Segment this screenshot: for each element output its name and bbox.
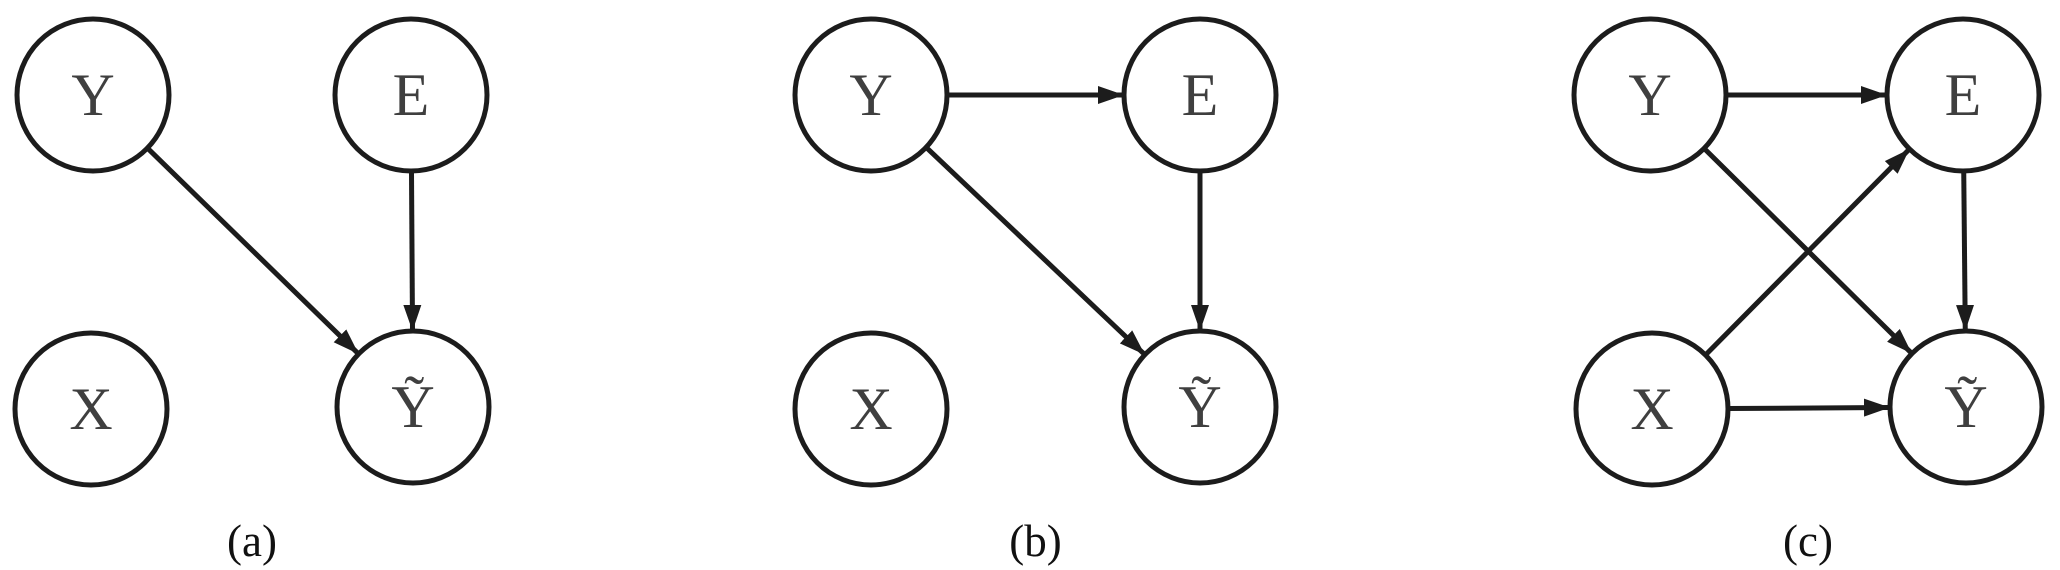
node-X-circle xyxy=(12,330,170,488)
diagrams-root: Y E X Ỹ (a) Y E X Ỹ (b) Y E X Ỹ (c) xyxy=(12,16,2045,566)
node-X-label: X xyxy=(1630,376,1673,442)
node-Y-label: Y xyxy=(71,62,114,128)
edge-Y-Yt-arrow xyxy=(145,146,359,355)
node-Y-label: Y xyxy=(1628,62,1671,128)
node-X-label: X xyxy=(849,376,892,442)
node-Yt-circle xyxy=(334,328,492,486)
node-Y-label: Y xyxy=(849,62,892,128)
diagram-b: Y E X Ỹ (b) xyxy=(792,16,1279,566)
node-E-circle xyxy=(332,16,490,174)
diagram-c: Y E X Ỹ (c) xyxy=(1571,16,2045,566)
node-X-circle xyxy=(792,330,950,488)
node-Y-circle xyxy=(792,16,950,174)
node-E-circle xyxy=(1121,16,1279,174)
node-Yt-circle xyxy=(1121,328,1279,486)
node-E-circle xyxy=(1884,16,2042,174)
node-E-label: E xyxy=(1182,62,1219,128)
node-E-label: E xyxy=(1945,62,1982,128)
caption-c: (c) xyxy=(1783,516,1833,566)
node-Yt-label: Ỹ xyxy=(391,374,434,440)
node-Yt-label: Ỹ xyxy=(1944,374,1987,440)
edge-X-E-arrow xyxy=(1703,148,1910,357)
node-X-label: X xyxy=(69,376,112,442)
edge-E-Yt-arrow xyxy=(1956,170,1975,332)
node-Yt-circle xyxy=(1887,328,2045,486)
node-Y-circle xyxy=(14,16,172,174)
node-E-label: E xyxy=(393,62,430,128)
edge-Y-Yt-arrow xyxy=(924,145,1146,356)
node-X-circle xyxy=(1573,330,1731,488)
node-Yt-label: Ỹ xyxy=(1178,374,1221,440)
caption-b: (b) xyxy=(1009,516,1061,566)
edge-E-Yt-arrow xyxy=(403,170,422,332)
edge-X-Yt-arrow xyxy=(1727,398,1891,417)
node-Y-circle xyxy=(1571,16,1729,174)
diagram-a: Y E X Ỹ (a) xyxy=(12,16,492,566)
caption-a: (a) xyxy=(227,516,277,566)
